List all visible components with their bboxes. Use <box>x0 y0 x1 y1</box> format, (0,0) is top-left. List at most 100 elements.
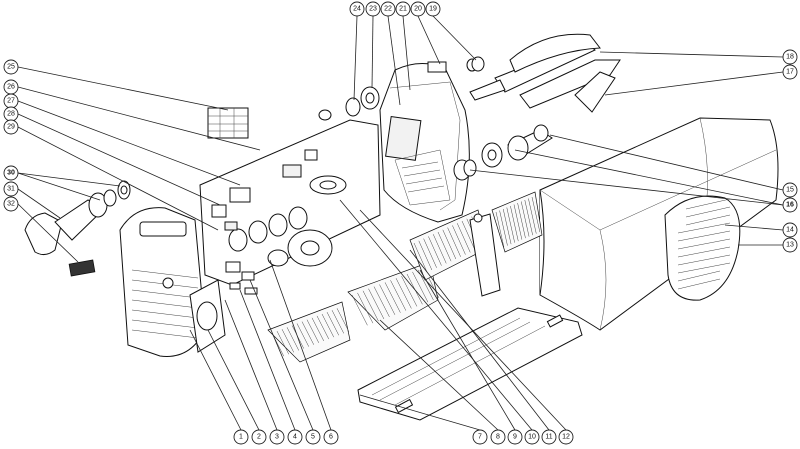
heatsink-fin <box>412 271 429 303</box>
heatsink-fin <box>461 220 476 251</box>
callout-25: 25 <box>3 59 19 75</box>
callout-30: 30 <box>3 165 19 181</box>
heatsink-fin <box>368 288 385 320</box>
leader-line <box>269 259 332 431</box>
grill-slot <box>677 222 731 234</box>
leader-line <box>359 394 481 431</box>
heatsink-fin <box>506 207 515 243</box>
callout-10: 10 <box>524 429 540 445</box>
callout-2: 2 <box>251 429 267 445</box>
callout-22-label: 22 <box>384 6 392 13</box>
callout-9: 9 <box>507 429 523 445</box>
callout-8: 8 <box>490 429 506 445</box>
heatsink-fin <box>495 211 505 248</box>
leader-lines <box>17 15 784 431</box>
leader-line <box>604 71 784 96</box>
callout-24-label: 24 <box>353 6 361 13</box>
leader-line <box>724 224 784 231</box>
heatsink-fin <box>296 323 310 347</box>
callout-3-label: 3 <box>275 434 279 441</box>
callout-5: 5 <box>305 429 321 445</box>
callout-bubbles: 1 2 3 4 5 6 7 8 9 10 11 12 13 14 15 16 1… <box>3 1 798 445</box>
callout-15-label: 15 <box>786 187 794 194</box>
grill-slot <box>677 230 731 242</box>
leader-line <box>224 299 278 431</box>
callout-18: 18 <box>782 49 798 65</box>
heatsink-fin <box>336 308 350 332</box>
heatsink-fin <box>311 317 325 342</box>
callout-31: 31 <box>3 181 19 197</box>
heatsink-fin <box>362 290 379 322</box>
leader-line <box>353 15 358 101</box>
grill-slot <box>685 198 731 210</box>
grill-slot <box>677 254 731 266</box>
leader-line <box>17 126 219 231</box>
callout-11: 11 <box>541 429 557 445</box>
callout-4: 4 <box>287 429 303 445</box>
leader-line <box>417 15 441 65</box>
leader-line <box>17 188 61 219</box>
leader-line <box>599 51 784 58</box>
leader-line <box>402 15 411 91</box>
heatsink-fin <box>423 238 437 268</box>
callout-4-label: 4 <box>293 434 297 441</box>
callout-14-label: 14 <box>786 227 794 234</box>
grill-slot <box>677 278 721 290</box>
callout-12: 12 <box>558 429 574 445</box>
callout-29: 29 <box>3 119 19 135</box>
grill-slot <box>677 246 731 258</box>
callout-1: 1 <box>233 429 249 445</box>
callout-7-label: 7 <box>478 434 482 441</box>
callout-32-label: 32 <box>7 201 15 208</box>
heatsink-fin <box>351 294 368 326</box>
rear-vent-grill <box>664 195 741 301</box>
rear-fuse <box>471 56 485 72</box>
callout-21: 21 <box>395 1 411 17</box>
heatsink-fin <box>418 240 433 271</box>
heatsink-fin <box>395 278 412 309</box>
leader-line <box>17 86 261 151</box>
heatsink-fin <box>456 223 471 253</box>
leader-line <box>17 172 121 187</box>
leader-line <box>469 169 784 206</box>
callout-2-label: 2 <box>257 434 261 441</box>
main-pcb <box>199 119 381 286</box>
leader-line <box>409 249 550 431</box>
callout-13-label: 13 <box>786 242 794 249</box>
enclosure-cover <box>539 117 779 331</box>
rear-panel-fittings <box>318 58 503 181</box>
leader-line <box>17 113 221 206</box>
callout-28-label: 28 <box>7 111 15 118</box>
heatsink-fin <box>513 204 523 240</box>
callout-11-label: 11 <box>545 434 552 441</box>
callout-8-label: 8 <box>496 434 500 441</box>
callout-25-label: 25 <box>7 64 15 71</box>
leader-line <box>249 279 314 431</box>
heatsink-fin <box>286 327 300 351</box>
leader-line <box>189 329 242 431</box>
heatsink-fin <box>524 199 533 236</box>
leader-line <box>432 15 477 61</box>
heatsink-fin <box>276 330 290 355</box>
heatsink-fin <box>452 225 466 255</box>
leader-line <box>549 134 784 191</box>
callout-29-label: 29 <box>7 124 15 131</box>
heatsink-fin <box>373 286 390 318</box>
front-components <box>225 261 258 295</box>
heatsink-fin <box>531 196 541 233</box>
electrode-clamps <box>469 33 621 113</box>
heatsink-fin <box>316 315 330 340</box>
grill-slot <box>677 270 721 282</box>
callout-19-label: 19 <box>429 6 437 13</box>
front-panel <box>119 207 206 357</box>
callout-12-label: 12 <box>562 434 570 441</box>
heatsink-fin <box>401 275 418 307</box>
leader-line <box>207 329 260 431</box>
leader-line <box>17 66 229 111</box>
heatsink-fin <box>447 227 461 257</box>
callout-31-label: 31 <box>7 186 15 193</box>
heatsink-fin <box>281 329 295 353</box>
callout-16-label: 16 <box>786 202 794 209</box>
leader-line <box>379 319 499 431</box>
